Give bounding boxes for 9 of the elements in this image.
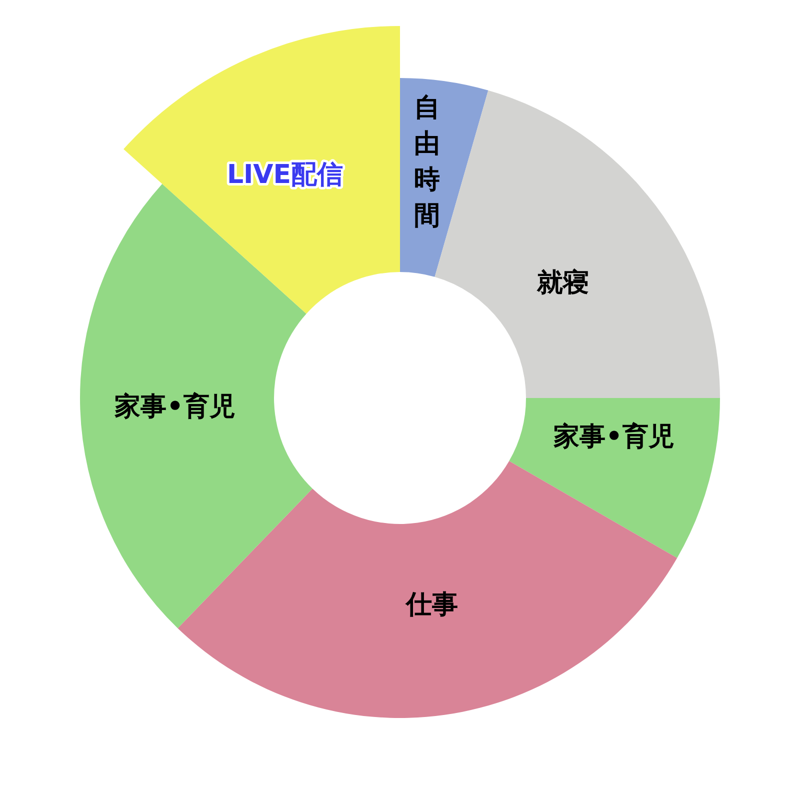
segment-label: 仕事 <box>406 590 458 620</box>
segment-label: LIVE配信 <box>226 160 344 190</box>
donut-segment <box>124 26 400 314</box>
segment-label: 就寝 <box>537 268 589 298</box>
donut-segment <box>178 461 678 718</box>
donut-segment <box>509 398 720 558</box>
segment-label: 家事•育児 <box>554 422 674 452</box>
segment-label: 家事•育児 <box>114 392 236 422</box>
segment-label: 自由時間 <box>414 92 440 233</box>
